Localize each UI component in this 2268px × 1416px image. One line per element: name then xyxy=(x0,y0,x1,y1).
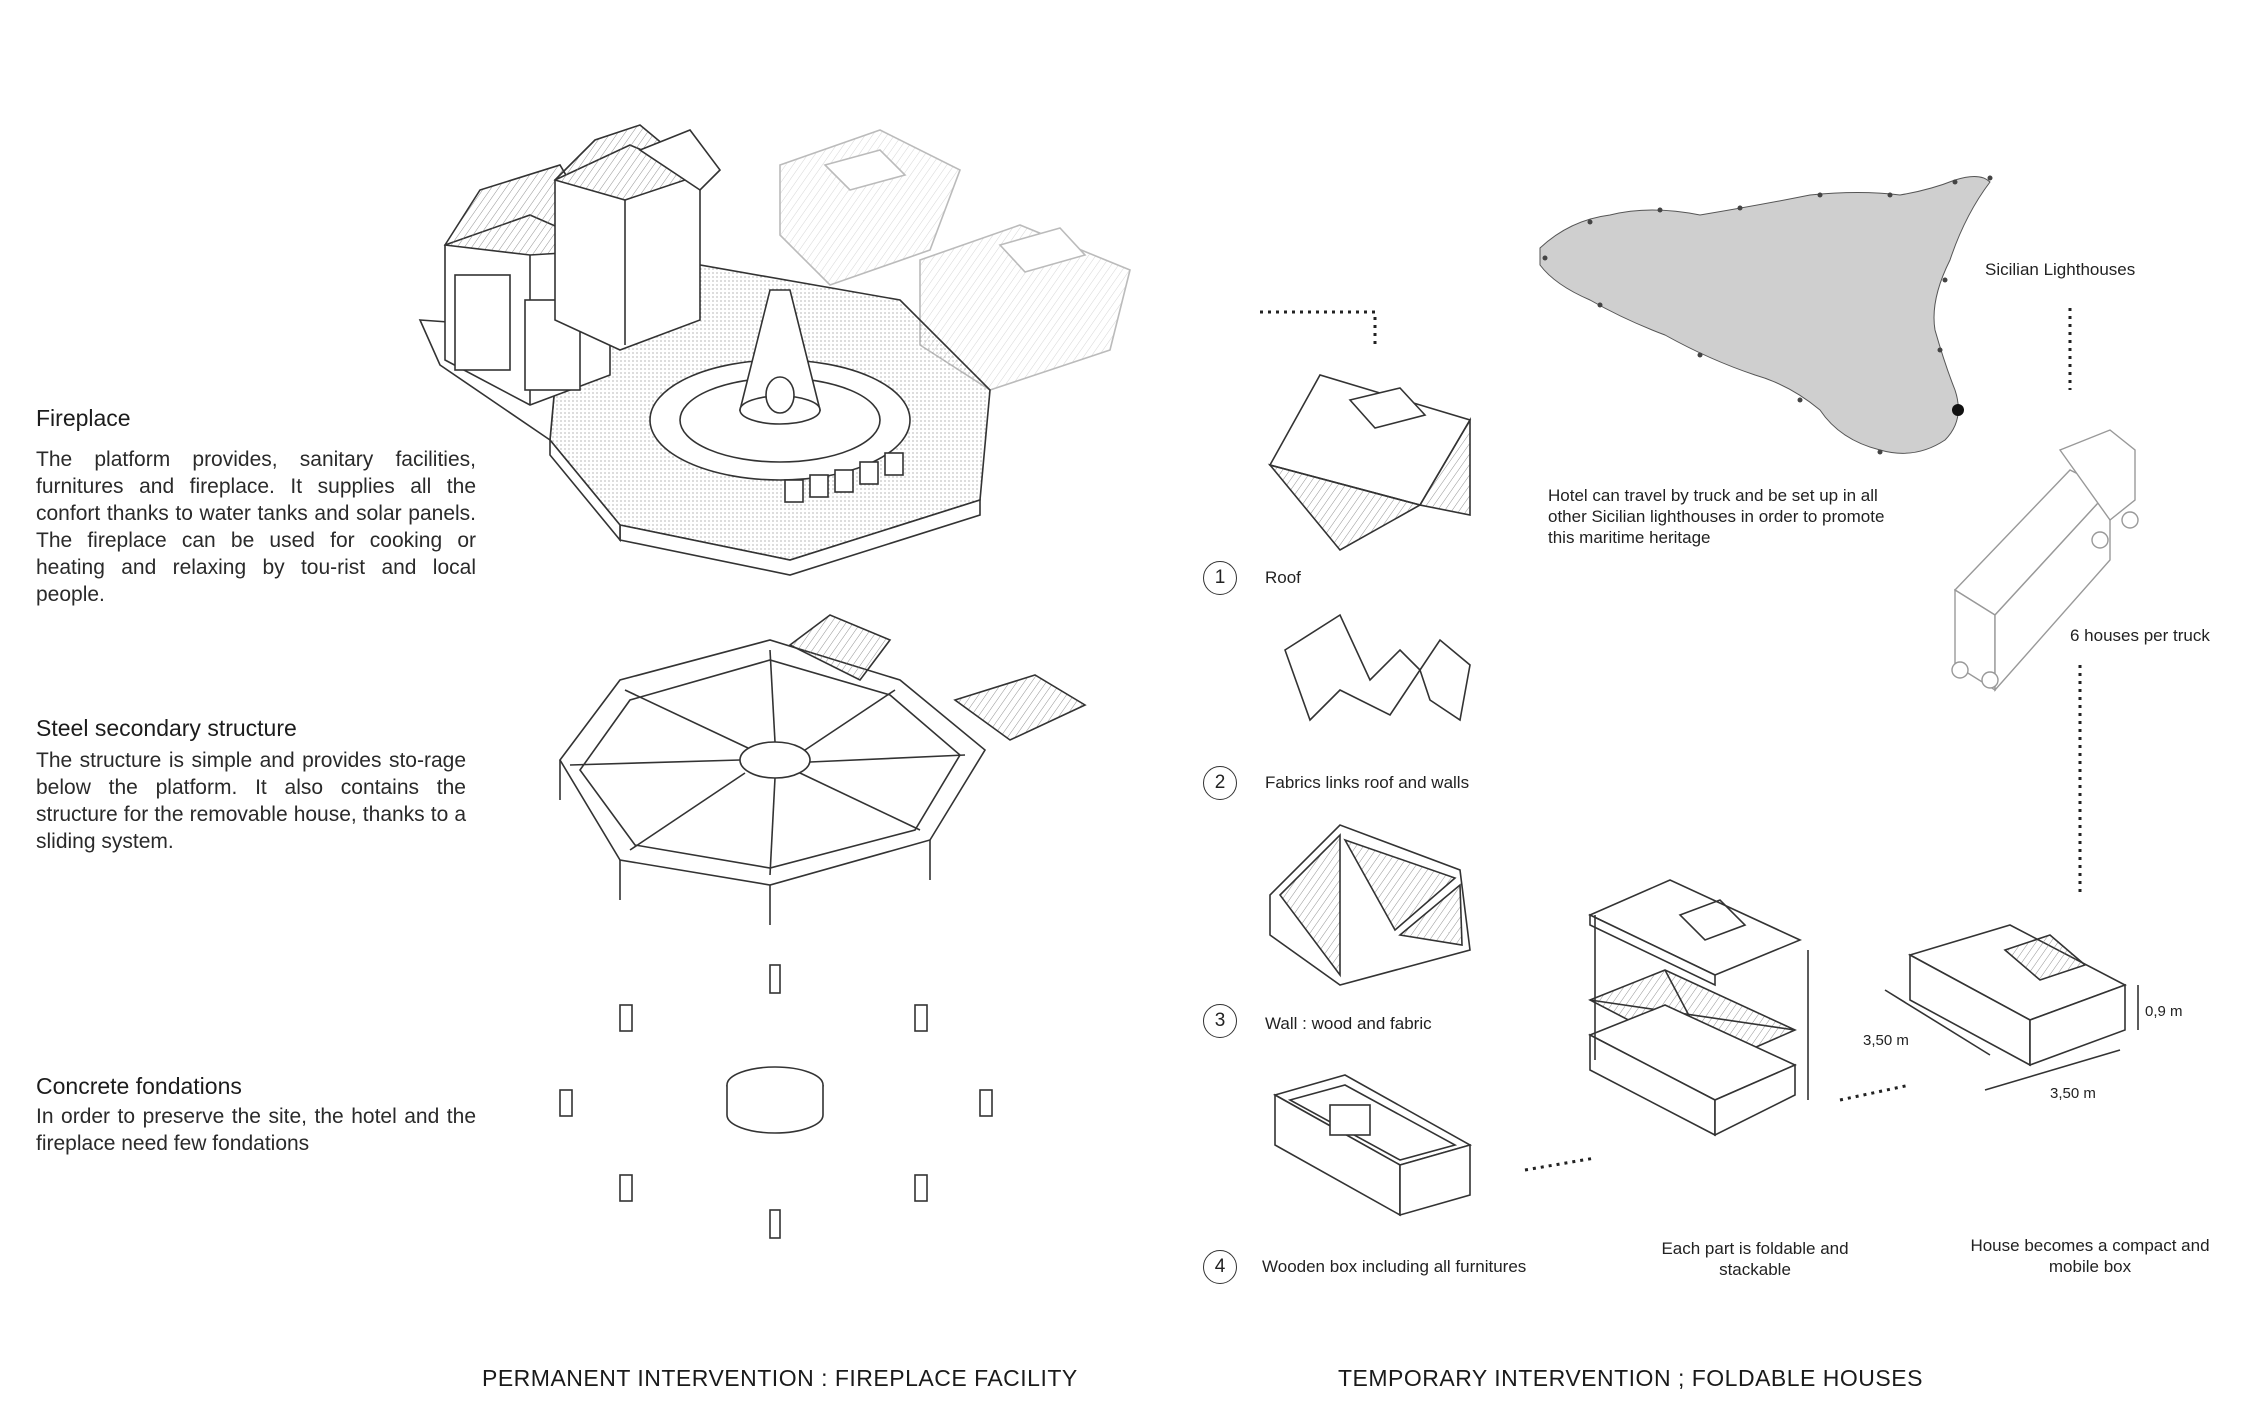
dotted-connectors xyxy=(1260,308,2082,1172)
hotel-travel-text: Hotel can travel by truck and be set up … xyxy=(1548,486,1885,547)
dimension-height: 0,9 m xyxy=(2145,1003,2183,1020)
steel-structure-title: Steel secondary structure xyxy=(36,715,297,741)
foldable-caption: Each part is foldable and stackable xyxy=(1661,1239,1849,1279)
step-1-number: 1 xyxy=(1203,561,1237,595)
fireplace-description: The platform provides, sanitary faciliti… xyxy=(36,448,476,606)
step-4-number: 4 xyxy=(1203,1250,1237,1284)
fireplace-title: Fireplace xyxy=(36,405,131,431)
footer-permanent-intervention: PERMANENT INTERVENTION : FIREPLACE FACIL… xyxy=(482,1365,1078,1391)
compact-box-drawing xyxy=(1884,924,2139,1091)
map-label: Sicilian Lighthouses xyxy=(1985,260,2136,279)
step-1-label: Roof xyxy=(1265,568,1301,587)
step-4-label: Wooden box including all furnitures xyxy=(1262,1257,1527,1276)
roof-module-drawing xyxy=(1267,374,1472,552)
dimension-width: 3,50 m xyxy=(2050,1085,2096,1102)
step-2-number: 2 xyxy=(1203,766,1237,800)
truck-drawing xyxy=(1951,429,2139,692)
truck-capacity-label: 6 houses per truck xyxy=(2070,626,2210,645)
steel-structure-description: The structure is simple and provides sto… xyxy=(36,749,466,853)
fondations-title: Concrete fondations xyxy=(36,1073,242,1099)
fondations-description: In order to preserve the site, the hotel… xyxy=(36,1105,476,1155)
fireplace-platform-drawing xyxy=(418,124,1131,576)
footer-temporary-intervention: TEMPORARY INTERVENTION ; FOLDABLE HOUSES xyxy=(1338,1365,1923,1391)
step-2-label: Fabrics links roof and walls xyxy=(1265,773,1470,792)
step-3-number: 3 xyxy=(1203,1004,1237,1038)
stacked-house-drawing xyxy=(1588,879,1809,1137)
steel-structure-drawing xyxy=(559,614,1087,925)
wooden-box-drawing xyxy=(1272,1074,1473,1217)
fabric-module-drawing xyxy=(1284,613,1471,722)
sicily-map xyxy=(1539,175,1993,455)
foundations-drawing xyxy=(559,964,993,1239)
dimension-depth: 3,50 m xyxy=(1863,1032,1909,1049)
compact-caption: House becomes a compact and mobile box xyxy=(1970,1236,2210,1276)
wall-module-drawing xyxy=(1269,824,1471,986)
step-3-label: Wall : wood and fabric xyxy=(1265,1014,1432,1033)
